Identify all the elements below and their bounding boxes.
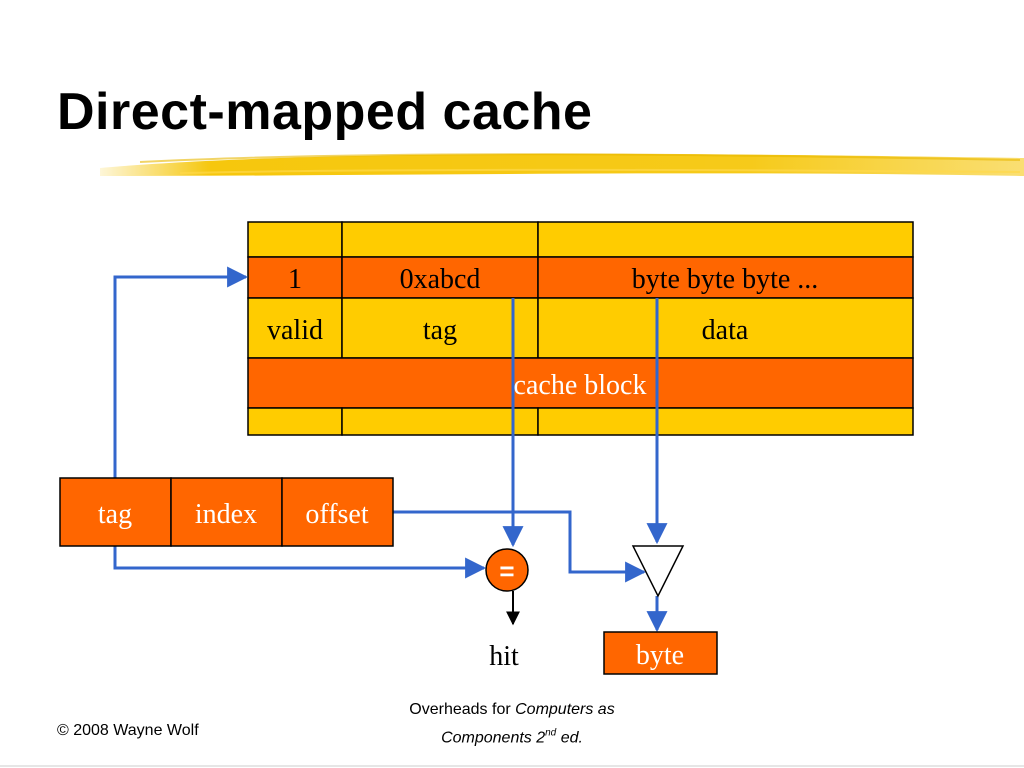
- entry-valid-value: 1: [288, 264, 302, 295]
- address-tag-cell: [59, 477, 172, 547]
- address-index-label: index: [195, 499, 257, 530]
- byte-output-box: [603, 631, 718, 675]
- address-offset-cell: [281, 477, 394, 547]
- cache-block-label: cache block: [514, 370, 647, 401]
- cache-row-bottom-valid: [247, 407, 343, 436]
- byte-select-mux: [631, 545, 685, 598]
- hit-label: hit: [489, 641, 519, 672]
- wire-offset-to-mux: [393, 510, 647, 583]
- edition-superscript: nd: [545, 728, 557, 739]
- comparator-circle: [485, 548, 529, 592]
- cache-entry-tag-cell: [341, 256, 539, 299]
- address-fields: tag index offset: [59, 477, 394, 547]
- comparator-symbol: =: [499, 556, 514, 586]
- address-offset-label: offset: [305, 499, 368, 530]
- book-title-line2: Components 2: [441, 729, 546, 747]
- entry-data-value: byte byte byte ...: [632, 264, 819, 295]
- bottom-rule: [0, 765, 1024, 767]
- cache-row-top-tag: [341, 221, 539, 258]
- copyright-footer: © 2008 Wayne Wolf: [57, 722, 199, 739]
- wires: [113, 266, 668, 633]
- cache-row-bottom-tag: [341, 407, 539, 436]
- cache-table: 1 0xabcd byte byte byte ... valid tag da…: [247, 221, 914, 436]
- cache-entry-data-cell: [537, 256, 914, 299]
- header-valid-label: valid: [267, 315, 323, 346]
- slide-title: Direct-mapped cache: [57, 83, 593, 141]
- entry-tag-value: 0xabcd: [400, 264, 481, 295]
- overheads-footer: Overheads for Computers as Components 2n…: [352, 698, 672, 750]
- cache-block-bar: [247, 357, 914, 409]
- comparator: =: [485, 548, 529, 626]
- book-title-line1: Computers as: [515, 701, 615, 718]
- wire-tag-to-comparator: [113, 546, 487, 579]
- wire-tag-to-entry: [113, 266, 249, 478]
- cache-row-top-data: [537, 221, 914, 258]
- cache-row-bottom-data: [537, 407, 914, 436]
- address-tag-label: tag: [98, 499, 132, 530]
- title-underline-swoosh: [100, 153, 1024, 176]
- cache-row-top-valid: [247, 221, 343, 258]
- overheads-prefix: Overheads for: [409, 701, 516, 718]
- header-tag-label: tag: [423, 315, 457, 346]
- cache-entry-valid-cell: [247, 256, 343, 299]
- edition-suffix: ed.: [556, 729, 583, 747]
- header-data-label: data: [702, 315, 749, 346]
- address-index-cell: [170, 477, 283, 547]
- byte-output-label: byte: [636, 640, 684, 671]
